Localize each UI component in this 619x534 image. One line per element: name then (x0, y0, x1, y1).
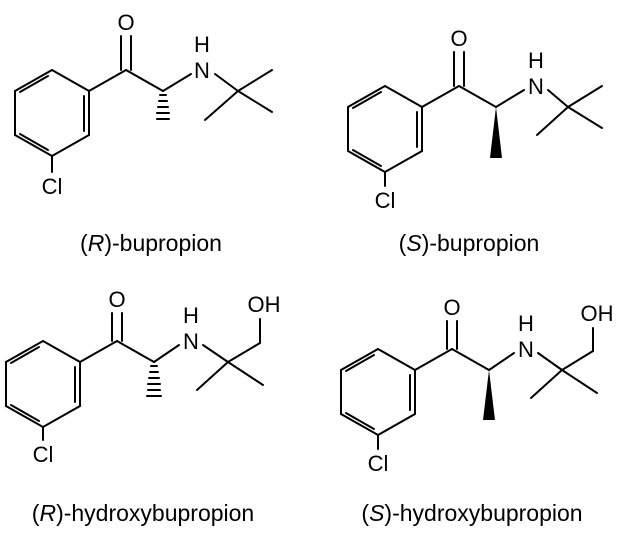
nitrogen-label: N (518, 337, 534, 362)
caption-r-hydroxybupropion: (R)-hydroxybupropion (32, 500, 254, 526)
bonds (347, 51, 603, 187)
caption-s-bupropion: (S)-bupropion (399, 230, 540, 256)
bonds (340, 320, 598, 450)
hashed-wedge-bond (146, 365, 162, 397)
caption-r-bupropion: (R)-bupropion (80, 230, 222, 256)
oxygen-label: O (108, 287, 125, 312)
hashed-wedge-bond (156, 94, 170, 120)
bonds (14, 35, 273, 173)
oxygen-label: O (117, 10, 134, 35)
wedge-bond (483, 370, 495, 420)
nitrogen-label: N (194, 58, 210, 83)
wedge-bond (490, 107, 502, 158)
caption-s-hydroxybupropion: (S)-hydroxybupropion (361, 500, 582, 526)
hydrogen-label: H (518, 311, 534, 336)
oxygen-label: O (450, 26, 467, 51)
hydrogen-label: H (183, 303, 199, 328)
nitrogen-label: N (528, 74, 544, 99)
chlorine-label: Cl (368, 451, 389, 476)
structure-s-hydroxybupropion: O H N OH Cl (S)-hydroxybupropion (340, 295, 614, 526)
hydroxyl-label: OH (581, 301, 614, 326)
chlorine-label: Cl (375, 188, 396, 213)
hydrogen-label: H (194, 32, 210, 57)
bonds (5, 312, 264, 441)
chlorine-label: Cl (33, 442, 54, 467)
hydrogen-label: H (528, 48, 544, 73)
structure-s-bupropion: O H N Cl (S)-bupropion (347, 26, 603, 256)
oxygen-label: O (443, 295, 460, 320)
structure-r-bupropion: O H N Cl (R)-bupropion (14, 10, 273, 256)
chlorine-label: Cl (42, 174, 63, 199)
nitrogen-label: N (183, 329, 199, 354)
structure-r-hydroxybupropion: O H N OH Cl (R)-hydroxybupropion (5, 287, 281, 526)
hydroxyl-label: OH (248, 292, 281, 317)
